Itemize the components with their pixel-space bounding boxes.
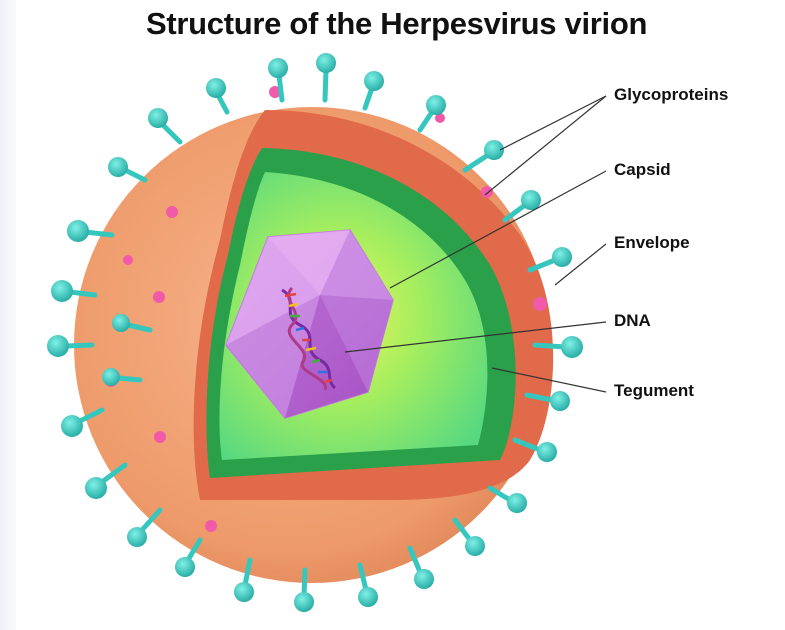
- label-capsid: Capsid: [614, 160, 671, 180]
- label-dna: DNA: [614, 311, 651, 331]
- label-glycoproteins: Glycoproteins: [614, 85, 728, 105]
- label-envelope: Envelope: [614, 233, 690, 253]
- label-tegument: Tegument: [614, 381, 694, 401]
